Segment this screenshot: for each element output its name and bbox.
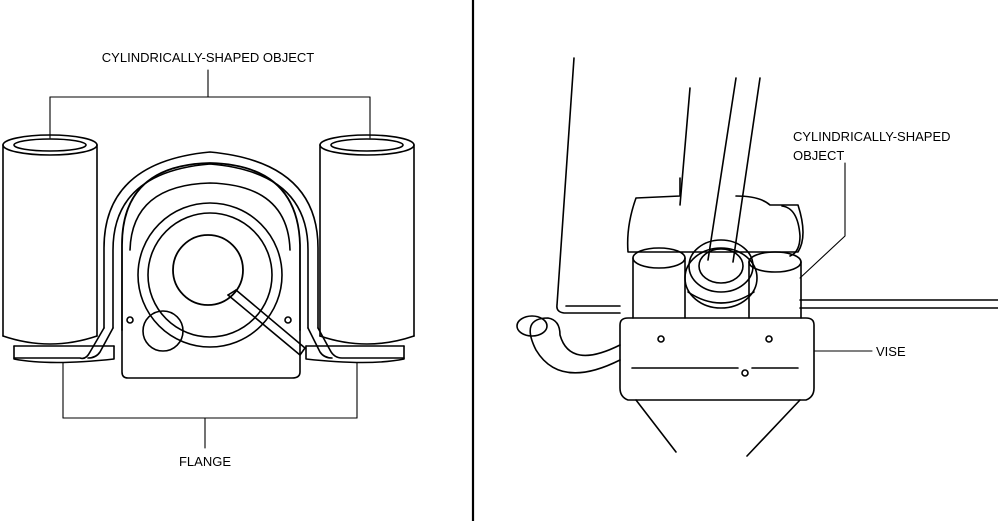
hose [516, 315, 621, 374]
right-panel: CYLINDRICALLY-SHAPED OBJECT VISE [516, 57, 998, 457]
left-cylinder [2, 134, 115, 364]
right-object-label-line2: OBJECT [793, 148, 844, 163]
frame-outline [556, 57, 998, 314]
right-object-label-line1: CYLINDRICALLY-SHAPED [793, 129, 951, 144]
vise-cylinder-left [632, 247, 686, 319]
left-bottom-label: FLANGE [179, 454, 231, 469]
right-cylinder [305, 134, 415, 364]
top-leader-bracket [49, 69, 371, 139]
right-leaders [799, 162, 873, 352]
stabilizer-rods [679, 77, 761, 263]
bracket-housing [626, 177, 804, 257]
tool-tip [227, 289, 306, 356]
vise-cylinder-right [748, 251, 802, 319]
vise [619, 317, 815, 457]
flange-bracket [13, 151, 405, 360]
vise-label: VISE [876, 344, 906, 359]
left-top-label: CYLINDRICALLY-SHAPED OBJECT [102, 50, 314, 65]
bottom-leader-bracket [62, 362, 358, 449]
stabilizer-bushing [121, 162, 301, 379]
pivot-assembly [684, 239, 758, 309]
left-panel: CYLINDRICALLY-SHAPED OBJECT [2, 50, 415, 469]
